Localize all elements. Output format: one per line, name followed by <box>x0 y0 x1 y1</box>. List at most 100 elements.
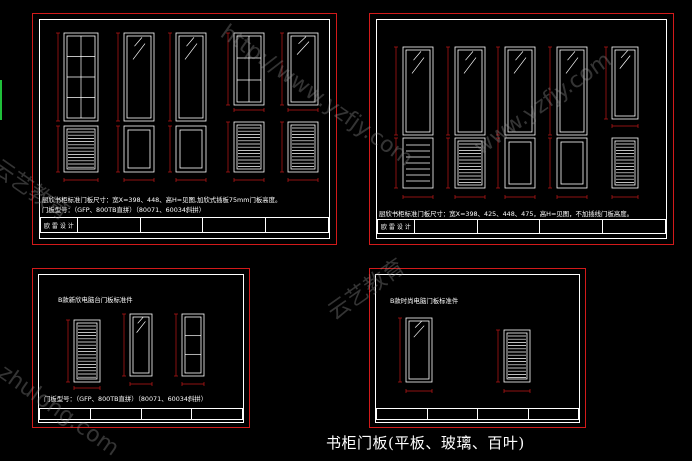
drawing-caption: 书柜门板(平板、玻璃、百叶) <box>326 434 525 452</box>
glass-hatch <box>298 36 307 45</box>
sheet-top-left[interactable] <box>32 13 337 245</box>
title-block-logo: 欧 雷 设 计 <box>378 220 415 233</box>
sheet-top-right-note-1: 厨欣书柜标准门板尺寸：宽X=398、425、448、475，高H=见图，不加插线… <box>379 210 634 218</box>
door-frame <box>611 137 639 189</box>
door-frame <box>405 317 433 383</box>
louver-panel <box>457 140 483 186</box>
louver-panel <box>76 322 98 380</box>
door-frame <box>287 121 319 173</box>
door-frame <box>611 46 639 120</box>
glass-pane <box>507 49 533 133</box>
sheet-bottom-left[interactable] <box>32 268 250 428</box>
title-block-cell <box>478 409 529 419</box>
glass-pane <box>132 316 150 374</box>
glass-pane <box>126 35 152 119</box>
sheet-top-right-inner <box>376 19 667 239</box>
door-frame <box>73 319 101 383</box>
flat-panel <box>508 141 532 185</box>
louver-panel <box>506 332 528 380</box>
door-frame <box>504 46 536 136</box>
glass-pane <box>408 320 430 380</box>
glass-pane <box>559 49 585 133</box>
title-block-cell <box>142 409 193 419</box>
louver-panel <box>614 140 636 186</box>
glass-pane <box>614 49 636 117</box>
door-frame <box>556 137 588 189</box>
sheet-top-right[interactable] <box>369 13 674 245</box>
glass-pane <box>457 49 483 133</box>
door-frame <box>556 46 588 136</box>
door-frame <box>233 32 265 106</box>
sheet-top-left-note-1: 厨欣书柜标准门板尺寸：宽X=398、448、高H=见图,加欣式插板75mm门板高… <box>42 196 282 204</box>
door-frame <box>454 46 486 136</box>
louver-panel <box>290 124 316 170</box>
title-block-cell <box>192 409 242 419</box>
sheet-top-left-title-block: 欧 雷 设 计 <box>40 217 329 233</box>
glass-hatch <box>619 55 631 69</box>
title-block-logo: 欧 雷 设 计 <box>41 218 78 232</box>
door-frame <box>175 32 207 122</box>
glass-hatch <box>411 57 425 74</box>
glass-hatch <box>296 41 310 55</box>
title-block-cell <box>40 409 91 419</box>
sheet-bottom-right[interactable] <box>369 268 586 428</box>
sheet-bottom-left-title-block <box>39 408 243 420</box>
door-frame <box>233 121 265 173</box>
title-block-cell <box>428 409 478 419</box>
door-frame <box>129 313 153 377</box>
sheet-bottom-left-title: B款新欣电脑台门板标准件 <box>58 296 133 304</box>
sheet-top-left-inner <box>39 19 330 239</box>
sheet-bottom-left-note-1: 门板型号：（GFP、800TB直拼）（80071、60034斜拼） <box>44 395 208 403</box>
title-block-cell <box>141 218 204 232</box>
title-block-cell <box>78 218 141 232</box>
door-frame <box>454 137 486 189</box>
glass-hatch <box>567 51 576 61</box>
louver-panel <box>236 124 262 170</box>
glass-hatch <box>184 43 198 60</box>
sheet-bottom-right-title: B款时尚电脑门板标准件 <box>390 297 459 305</box>
glass-hatch <box>463 57 477 74</box>
door-frame <box>123 125 155 173</box>
louver-panel <box>66 128 96 170</box>
title-block-cell <box>266 218 328 232</box>
title-block-cell <box>377 409 428 419</box>
glass-hatch <box>136 321 146 333</box>
door-frame <box>402 137 434 189</box>
glass-hatch <box>620 50 628 59</box>
flat-panel <box>127 129 151 169</box>
glass-pane <box>178 35 204 119</box>
title-block-cell <box>529 409 579 419</box>
door-frame <box>503 329 531 383</box>
door-frame <box>504 137 536 189</box>
glass-pane <box>290 35 316 103</box>
title-block-cell <box>415 220 478 233</box>
glass-pane <box>184 316 202 374</box>
glass-hatch <box>515 51 524 61</box>
sheet-bottom-left-inner <box>38 274 244 423</box>
glass-hatch <box>414 320 422 328</box>
glass-hatch <box>186 37 195 47</box>
sheet-bottom-right-inner <box>375 274 580 423</box>
door-frame <box>402 46 434 136</box>
glass-hatch <box>413 51 422 61</box>
title-block-cell <box>91 409 142 419</box>
sheet-bottom-right-title-block <box>376 408 579 420</box>
title-block-cell <box>540 220 604 233</box>
door-frame <box>287 32 319 106</box>
glass-hatch <box>513 57 527 74</box>
title-block-cell <box>203 218 267 232</box>
layout-tab-marker <box>0 80 2 120</box>
door-frame <box>181 313 205 377</box>
glass-hatch <box>134 37 143 47</box>
flat-panel <box>179 129 203 169</box>
door-frame <box>63 32 99 122</box>
title-block-cell <box>603 220 665 233</box>
sheet-top-right-title-block: 欧 雷 设 计 <box>377 219 666 234</box>
glass-pane <box>405 49 431 133</box>
title-block-cell <box>478 220 541 233</box>
glass-hatch <box>565 57 579 74</box>
glass-hatch <box>465 51 474 61</box>
glass-hatch <box>137 316 144 324</box>
glass-hatch <box>132 43 146 60</box>
